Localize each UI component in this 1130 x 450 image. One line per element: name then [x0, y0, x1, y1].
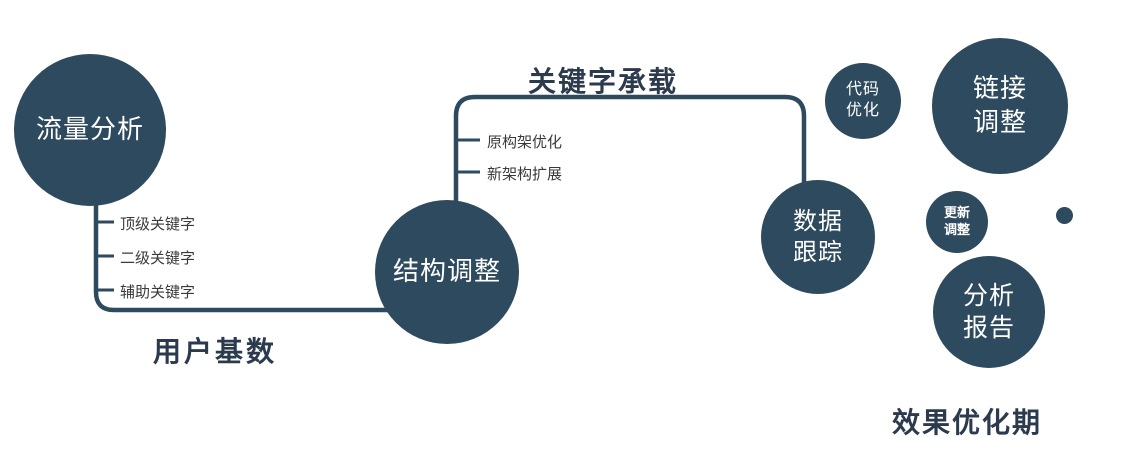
node-update-adjustment-line2: 调整: [943, 222, 970, 237]
node-analysis-report: 分析 报告: [933, 256, 1045, 368]
node-code-optimization: 代码 优化: [825, 63, 901, 139]
edge-traffic-to-structure: [93, 196, 392, 313]
footer-label-effect-optimization-period: 效果优化期: [892, 407, 1043, 438]
node-analysis-report-line2: 报告: [962, 314, 1015, 342]
node-traffic-analysis-label: 流量分析: [35, 114, 144, 145]
node-update-adjustment-line1: 更新: [943, 205, 970, 221]
edge-label-user-base: 用户基数: [153, 336, 278, 367]
branch-label-aux-keyword: 辅助关键字: [120, 284, 196, 301]
node-code-optimization-line2: 优化: [845, 102, 880, 119]
node-update-adjustment: 更新 调整: [926, 191, 988, 253]
branch-label-arch-expansion: 新架构扩展: [487, 166, 563, 183]
node-traffic-analysis: 流量分析: [14, 54, 166, 206]
node-link-adjustment-line1: 链接: [972, 73, 1027, 104]
branch-label-second-keyword: 二级关键字: [120, 250, 196, 267]
node-link-adjustment: 链接 调整: [932, 38, 1068, 174]
node-structure-adjustment-label: 结构调整: [392, 256, 501, 287]
node-structure-adjustment: 结构调整: [375, 200, 519, 344]
edge-label-keyword-carrying: 关键字承载: [528, 66, 679, 97]
branch-label-top-keyword: 顶级关键字: [120, 216, 196, 233]
node-data-tracking: 数据 跟踪: [761, 180, 875, 294]
edge-structure-to-data: [453, 94, 807, 202]
node-data-tracking-line2: 跟踪: [793, 239, 843, 266]
node-analysis-report-line1: 分析: [962, 281, 1015, 310]
bullet-dot: [1056, 207, 1073, 224]
node-code-optimization-line1: 代码: [845, 81, 880, 99]
node-data-tracking-line1: 数据: [793, 207, 843, 235]
node-link-adjustment-line2: 调整: [972, 107, 1027, 137]
branch-label-arch-optimization: 原构架优化: [487, 134, 563, 151]
